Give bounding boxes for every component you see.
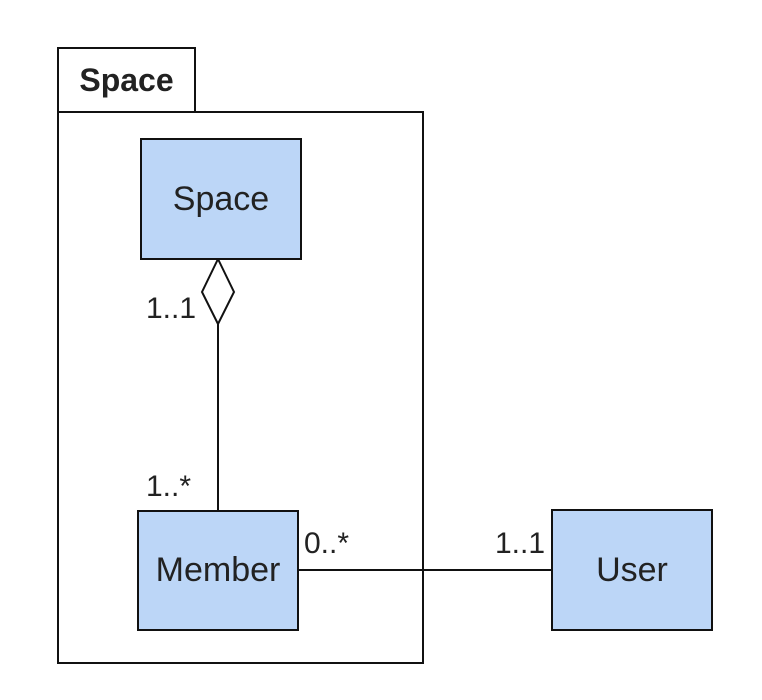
- multiplicity-user-end: 1..1: [495, 527, 546, 560]
- package-tab: Space: [57, 47, 196, 113]
- multiplicity-space-end: 1..1: [146, 292, 197, 325]
- class-user[interactable]: User: [551, 509, 713, 631]
- class-space[interactable]: Space: [140, 138, 302, 260]
- aggregation-diamond: [200, 256, 236, 327]
- class-user-label: User: [596, 550, 668, 589]
- class-member-label: Member: [155, 551, 281, 589]
- package-frame: [57, 111, 424, 664]
- multiplicity-member-end-aggregation: 1..*: [146, 470, 192, 503]
- class-member[interactable]: Member: [137, 510, 299, 631]
- package-title: Space: [79, 61, 174, 98]
- class-space-label: Space: [172, 179, 270, 218]
- multiplicity-member-end-association: 0..*: [304, 527, 350, 560]
